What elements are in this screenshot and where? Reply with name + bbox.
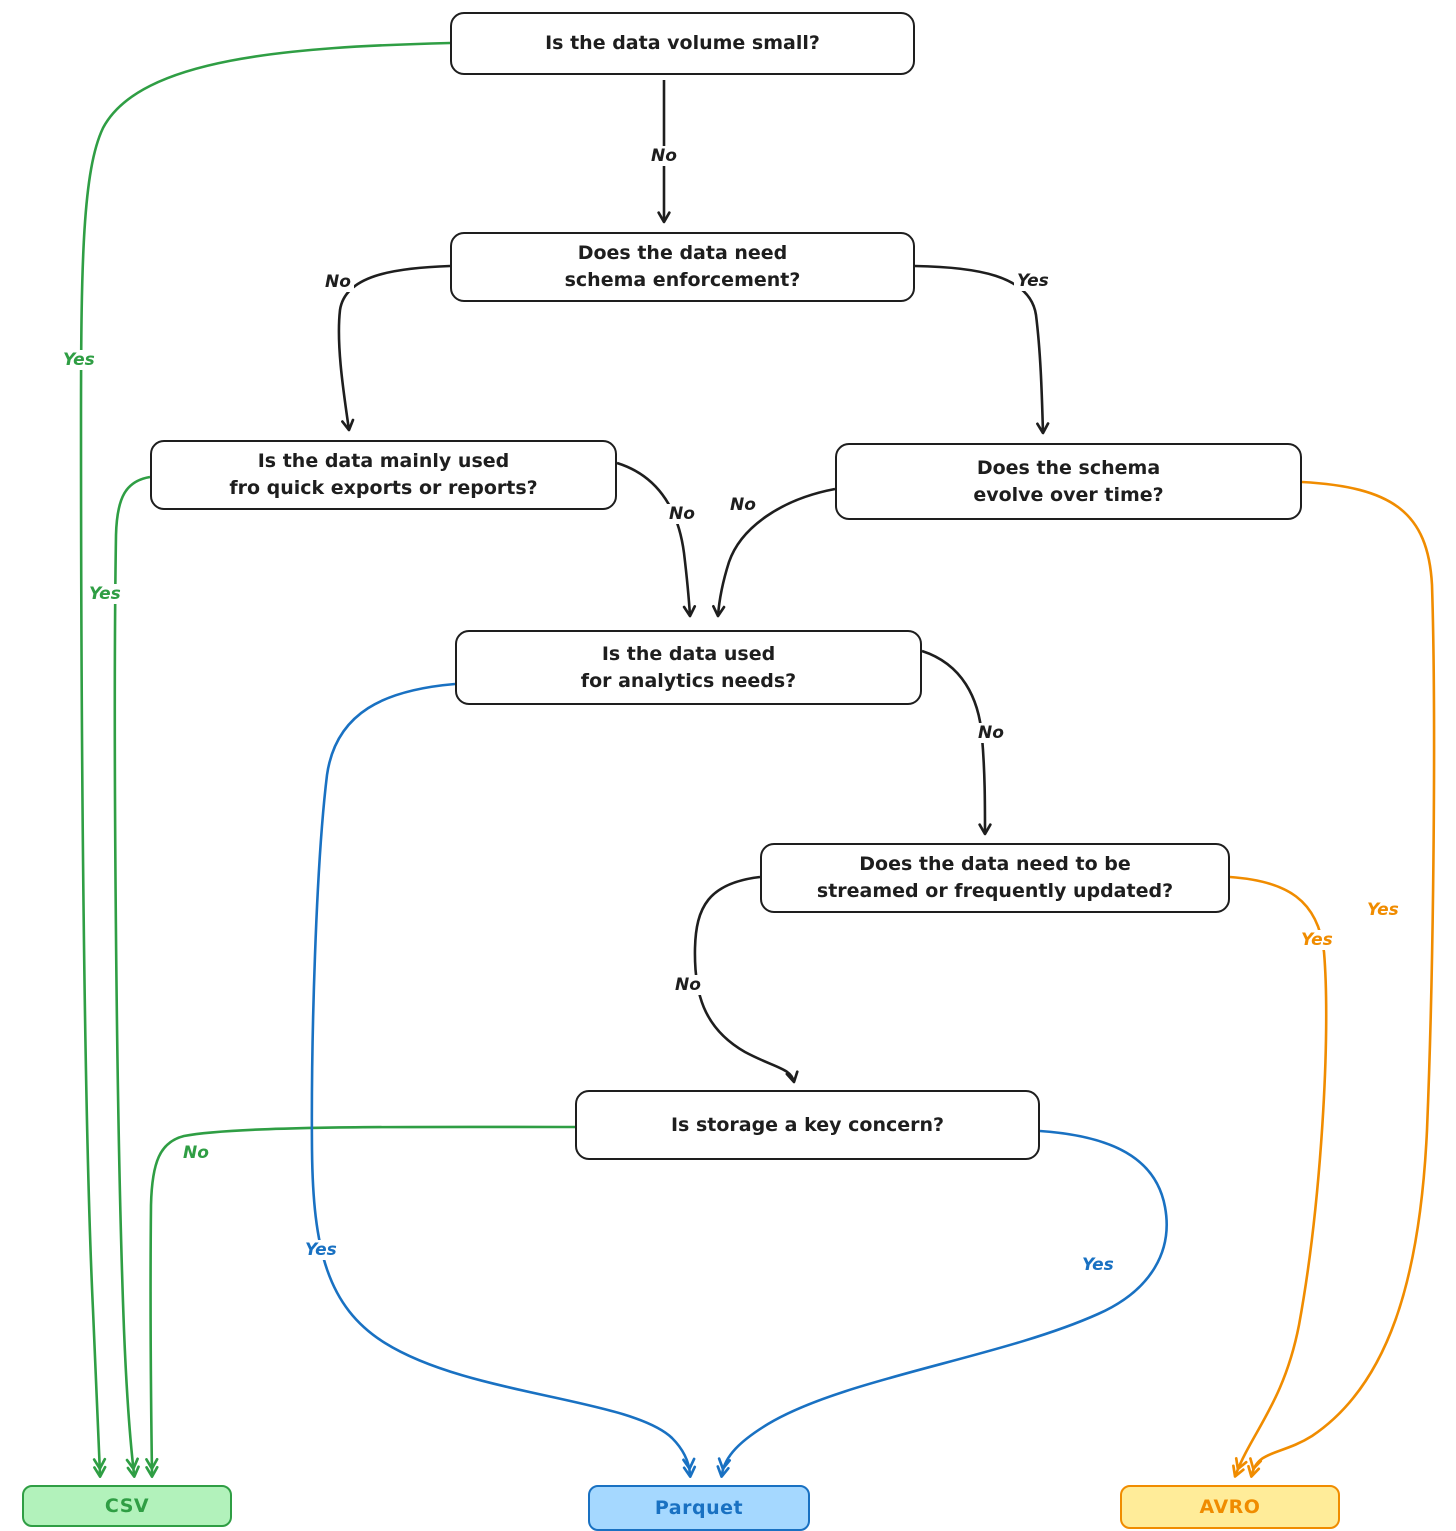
edge-label-volume-no: No: [648, 146, 680, 166]
edge-label-streamed-no: No: [672, 975, 704, 995]
node-label: Is the data mainly used: [257, 450, 510, 473]
terminal-avro-label: AVRO: [1199, 1496, 1261, 1518]
node-label: Does the data need: [577, 242, 788, 265]
edge-enforcement-no: [337, 264, 451, 432]
edge-evolve-yes-to-avro: [1247, 480, 1436, 1478]
terminal-csv: CSV: [22, 1485, 232, 1527]
node-data-volume-small: Is the data volume small?: [450, 12, 915, 75]
node-label: Is the data volume small?: [545, 32, 820, 55]
edge-analytics-yes-to-parquet: [310, 682, 697, 1478]
edge-label-analytics-no: No: [975, 723, 1007, 743]
edge-storage-yes-to-parquet: [716, 1129, 1168, 1478]
node-schema-enforcement: Does the data need schema enforcement?: [450, 232, 915, 302]
edge-exports-yes-to-csv: [113, 475, 151, 1478]
edge-storage-no-to-csv: [145, 1125, 576, 1478]
edge-label-volume-yes: Yes: [60, 350, 98, 370]
terminal-csv-label: CSV: [104, 1495, 150, 1517]
edge-exports-no: [616, 461, 697, 618]
node-label: fro quick exports or reports?: [229, 477, 538, 499]
terminal-avro: AVRO: [1120, 1485, 1340, 1529]
edge-label-enforcement-yes: Yes: [1014, 271, 1052, 291]
node-label: for analytics needs?: [580, 669, 797, 692]
edge-label-storage-yes: Yes: [1079, 1255, 1117, 1275]
terminal-parquet: Parquet: [588, 1485, 810, 1531]
edge-label-enforcement-no: No: [322, 272, 354, 292]
edge-enforcement-yes: [914, 264, 1050, 435]
node-streamed-updated: Does the data need to be streamed or fre…: [760, 843, 1230, 913]
node-schema-evolve: Does the schema evolve over time?: [835, 443, 1302, 520]
edge-label-evolve-yes: Yes: [1364, 900, 1402, 920]
edge-streamed-yes-to-avro: [1229, 875, 1328, 1478]
edge-volume-yes-to-csv: [79, 41, 451, 1478]
node-label: Does the data need to be: [859, 853, 1131, 876]
edge-label-exports-no: No: [666, 504, 698, 524]
edge-label-storage-no: No: [180, 1143, 212, 1163]
edge-label-analytics-yes: Yes: [302, 1240, 340, 1260]
edge-label-evolve-no: No: [727, 495, 759, 515]
node-label: evolve over time?: [973, 483, 1164, 506]
node-label: streamed or frequently updated?: [816, 880, 1174, 902]
edge-label-exports-yes: Yes: [86, 584, 124, 604]
node-label: Is storage a key concern?: [670, 1113, 945, 1136]
edge-label-streamed-yes: Yes: [1298, 930, 1336, 950]
node-label: Does the schema: [976, 456, 1161, 479]
node-quick-exports: Is the data mainly used fro quick export…: [150, 440, 617, 510]
node-label: Is the data used: [601, 642, 776, 665]
node-label: schema enforcement?: [564, 269, 801, 291]
terminal-parquet-label: Parquet: [654, 1497, 744, 1519]
node-analytics-needs: Is the data used for analytics needs?: [455, 630, 922, 705]
node-storage-concern: Is storage a key concern?: [575, 1090, 1040, 1160]
